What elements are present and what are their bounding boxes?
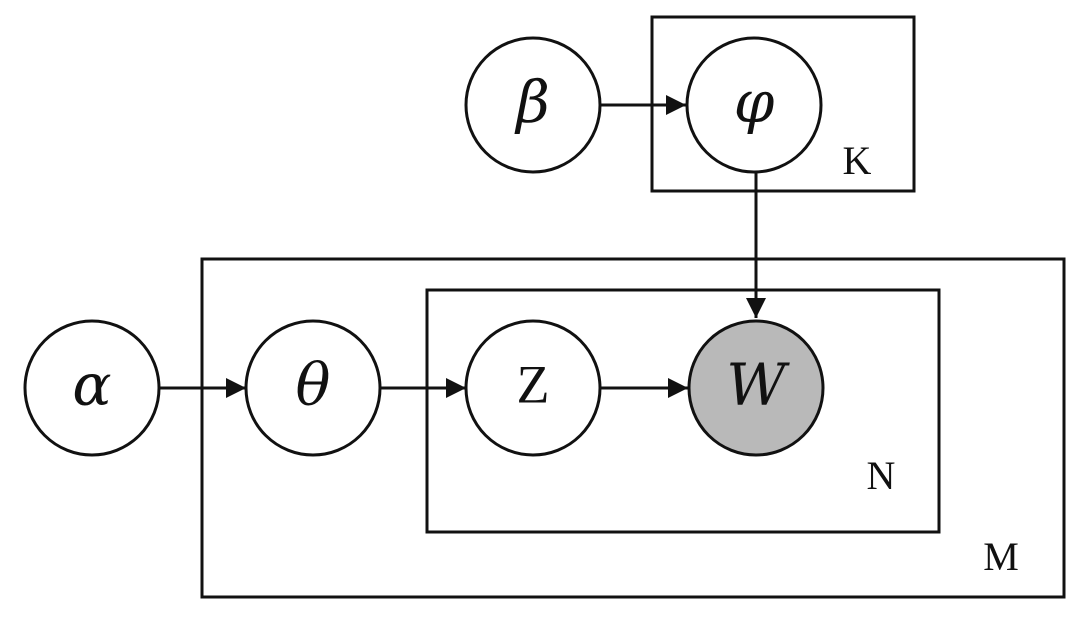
plate-k-label: K (843, 138, 872, 183)
plate-m-label: M (983, 534, 1019, 579)
node-alpha: α (23, 319, 161, 457)
node-beta-label: β (514, 68, 550, 136)
node-theta-label: θ (296, 351, 331, 419)
node-w: W (687, 319, 825, 457)
node-phi: φ (685, 36, 823, 174)
node-beta: β (464, 36, 602, 174)
node-w-circle (687, 319, 825, 457)
plate-n-label: N (867, 453, 896, 498)
plate-n (425, 288, 941, 534)
node-z: Z (464, 319, 602, 457)
node-phi-label: φ (734, 68, 775, 136)
node-theta: θ (244, 319, 382, 457)
node-z-label: Z (517, 354, 550, 414)
node-w-label: W (726, 351, 790, 419)
plate-m (200, 257, 1066, 599)
node-alpha-label: α (72, 351, 111, 419)
